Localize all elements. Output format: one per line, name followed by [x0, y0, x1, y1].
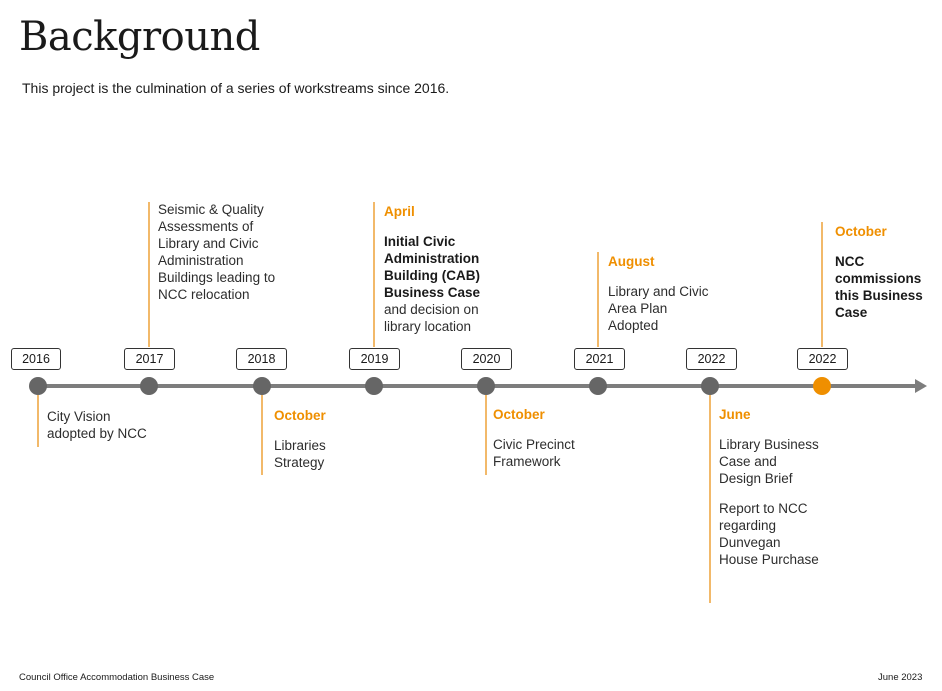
year-label: 2016 [11, 348, 61, 370]
milestone-dot-2017 [140, 377, 158, 395]
milestone-dot-2018 [253, 377, 271, 395]
event-text: and decision on library location [384, 302, 479, 334]
connector-2017 [148, 202, 150, 347]
event-month: October [493, 407, 545, 422]
year-label: 2019 [349, 348, 400, 370]
year-label: 2017 [124, 348, 175, 370]
event-text: Seismic & Quality Assessments of Library… [158, 202, 276, 302]
event-text: Library Business Case and Design Brief [719, 437, 819, 486]
timeline-axis [38, 384, 838, 388]
milestone-dot-2020 [477, 377, 495, 395]
footer-date: June 2023 [878, 672, 923, 683]
event-2021: August Library and Civic Area Plan Adopt… [608, 253, 716, 334]
year-label: 2022 [686, 348, 737, 370]
event-text: City Vision adopted by NCC [47, 409, 147, 441]
event-title: NCC commissions this Business Case [835, 254, 923, 320]
event-2020: October Civic Precinct Framework [493, 406, 588, 470]
event-2022b: October NCC commissions this Business Ca… [835, 223, 935, 321]
connector-2019 [373, 202, 375, 347]
event-title: Initial Civic Administration Building (C… [384, 234, 481, 300]
intro-text: This project is the culmination of a ser… [22, 80, 450, 96]
year-label: 2018 [236, 348, 287, 370]
page-title: Background [19, 14, 260, 60]
year-label: 2021 [574, 348, 625, 370]
event-2016: City Vision adopted by NCC [47, 408, 162, 442]
event-2018: October Libraries Strategy [274, 407, 364, 471]
event-2019: April Initial Civic Administration Build… [384, 203, 492, 335]
connector-2020 [485, 395, 487, 475]
year-label: 2020 [461, 348, 512, 370]
event-month: August [608, 254, 655, 269]
year-label: 2022 [797, 348, 848, 370]
connector-2018 [261, 395, 263, 475]
timeline-axis-end [836, 384, 916, 388]
event-2017: Seismic & Quality Assessments of Library… [158, 201, 276, 303]
milestone-dot-2019 [365, 377, 383, 395]
connector-2022a [709, 395, 711, 603]
event-month: October [835, 224, 887, 239]
event-text-secondary: Report to NCC regarding Dunvegan House P… [719, 501, 819, 567]
event-month: October [274, 408, 326, 423]
event-2022a: June Library Business Case and Design Br… [719, 406, 819, 568]
event-text: Civic Precinct Framework [493, 437, 575, 469]
milestone-dot-2016 [29, 377, 47, 395]
footer-document-title: Council Office Accommodation Business Ca… [19, 672, 215, 683]
milestone-dot-2021 [589, 377, 607, 395]
milestone-dot-2022b [813, 377, 831, 395]
event-month: April [384, 204, 415, 219]
connector-2016 [37, 395, 39, 447]
connector-2021 [597, 252, 599, 347]
event-month: June [719, 407, 751, 422]
event-text: Libraries Strategy [274, 438, 326, 470]
connector-2022b [821, 222, 823, 347]
milestone-dot-2022a [701, 377, 719, 395]
event-text: Library and Civic Area Plan Adopted [608, 284, 709, 333]
arrow-right-icon [915, 379, 927, 393]
